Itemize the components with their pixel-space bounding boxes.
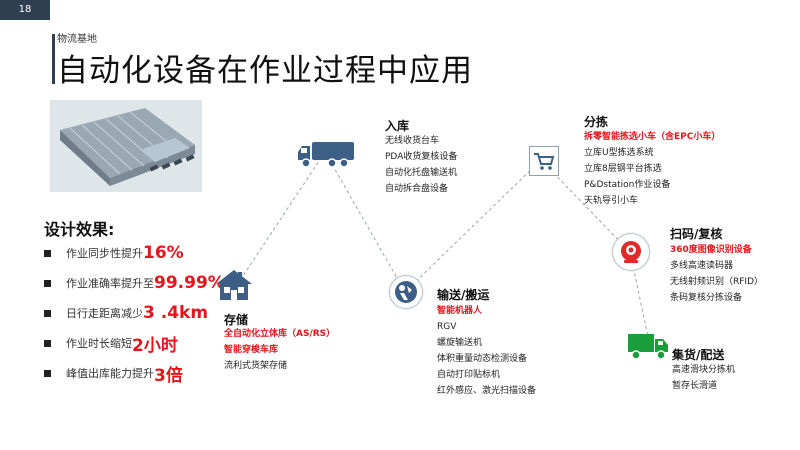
conveying-title: 输送/搬运 xyxy=(437,288,490,302)
bullet-icon xyxy=(44,339,51,347)
delivery-truck-icon xyxy=(628,334,668,360)
dispatch-list: 高速滑块分拣机 暂存长滑道 xyxy=(672,362,735,394)
warehouse-3d-image xyxy=(50,100,202,192)
scanning-list: 360度图像识别设备 多线高速读码器 无线射频识别（RFID） 条码复核分拣设备 xyxy=(670,242,763,306)
storage-list: 全自动化立体库（AS/RS） 智能穿梭车库 流利式货架存储 xyxy=(224,326,335,374)
list-item: 无线收货台车 xyxy=(385,136,440,146)
dispatch-title: 集货/配送 xyxy=(672,348,725,362)
list-item: PDA收货复核设备 xyxy=(385,152,458,162)
bullet-icon xyxy=(44,249,51,257)
list-item: 无线射频识别（RFID） xyxy=(670,277,764,287)
list-item-highlight: 智能机器人 xyxy=(437,306,483,316)
list-item: 自动拆合盘设备 xyxy=(385,184,449,194)
bullet-icon xyxy=(44,279,51,287)
house-icon xyxy=(216,270,252,300)
effect-label: 作业准确率提升至 xyxy=(66,277,154,290)
effect-label: 峰值出库能力提升 xyxy=(66,367,154,380)
list-item: 螺旋输送机 xyxy=(437,338,483,348)
conveying-icon-circle xyxy=(389,275,423,309)
effect-value: 3倍 xyxy=(154,365,183,386)
camera-scanner-icon xyxy=(621,241,641,263)
conveyor-robot-icon xyxy=(395,281,417,303)
list-item: 流利式货架存储 xyxy=(224,361,288,371)
list-item: 暂存长滑道 xyxy=(672,381,718,391)
list-item-highlight: 360度图像识别设备 xyxy=(670,245,752,255)
truck-icon xyxy=(298,142,354,168)
list-item: P&Dstation作业设备 xyxy=(584,180,671,190)
list-item-highlight: 智能穿梭车库 xyxy=(224,345,279,355)
storage-title: 存储 xyxy=(224,313,249,327)
list-item: 自动打印贴标机 xyxy=(437,370,501,380)
list-item-highlight: 全自动化立体库（AS/RS） xyxy=(224,329,336,339)
inbound-title: 入库 xyxy=(385,119,410,133)
effect-value: 99.99% xyxy=(154,273,225,293)
section-label: 物流基地 xyxy=(57,34,97,45)
page-title: 自动化设备在作业过程中应用 xyxy=(57,53,473,89)
effect-label: 日行走距离减少 xyxy=(66,307,143,320)
list-item: 自动化托盘输送机 xyxy=(385,168,458,178)
shopping-cart-icon xyxy=(534,153,555,170)
effect-label: 作业时长缩短 xyxy=(66,337,132,350)
effect-label: 作业同步性提升 xyxy=(66,247,143,260)
list-item: 红外感应、激光扫描设备 xyxy=(437,386,537,396)
effect-item: 峰值出库能力提升 3倍 xyxy=(44,361,183,386)
inbound-list: 无线收货台车 PDA收货复核设备 自动化托盘输送机 自动拆合盘设备 xyxy=(385,133,457,197)
scanning-title: 扫码/复核 xyxy=(670,227,723,241)
sorting-icon-box xyxy=(529,146,559,176)
conveying-list: 智能机器人 RGV 螺旋输送机 体积重量动态检测设备 自动打印贴标机 红外感应、… xyxy=(437,303,536,399)
effect-value: 2小时 xyxy=(132,335,178,356)
list-item: 立库8层钢平台拣选 xyxy=(584,164,662,174)
page-number: 18 xyxy=(0,0,50,20)
list-item: 天轨导引小车 xyxy=(584,196,639,206)
list-item: RGV xyxy=(437,322,457,332)
effect-item: 作业同步性提升 16% xyxy=(44,241,184,265)
list-item: 多线高速读码器 xyxy=(670,261,734,271)
list-item: 体积重量动态检测设备 xyxy=(437,354,528,364)
title-accent-bar xyxy=(52,34,55,84)
sorting-title: 分拣 xyxy=(584,115,609,129)
effect-item: 作业时长缩短 2小时 xyxy=(44,331,178,356)
bullet-icon xyxy=(44,369,51,377)
list-item-highlight: 拆零智能拣选小车（含EPC小车） xyxy=(584,132,721,142)
list-item: 条码复核分拣设备 xyxy=(670,293,743,303)
scanning-icon-circle xyxy=(612,233,650,271)
effect-item: 日行走距离减少 3 .4km xyxy=(44,301,208,325)
effects-title: 设计效果: xyxy=(44,220,115,239)
list-item: 高速滑块分拣机 xyxy=(672,365,736,375)
effect-value: 16% xyxy=(143,243,184,263)
sorting-list: 拆零智能拣选小车（含EPC小车） 立库U型拣选系统 立库8层钢平台拣选 P&Ds… xyxy=(584,129,720,209)
effect-item: 作业准确率提升至 99.99% xyxy=(44,271,225,295)
bullet-icon xyxy=(44,309,51,317)
effect-value: 3 .4km xyxy=(143,303,209,323)
list-item: 立库U型拣选系统 xyxy=(584,148,654,158)
